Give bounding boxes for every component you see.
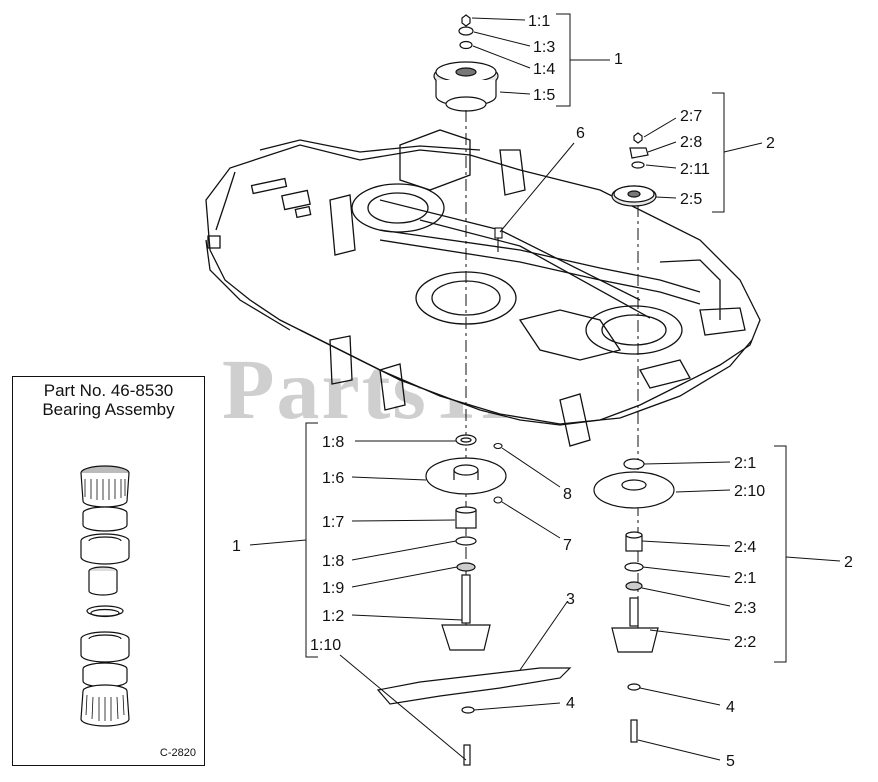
- mower-deck: [205, 129, 761, 447]
- inset-drawing-code: C-2820: [159, 747, 196, 759]
- top-pulley-stack-2: [611, 132, 657, 207]
- bearing-assembly-inset: Part No. 46-8530 Bearing Assemby: [12, 376, 205, 766]
- callout-2-2: 2:2: [734, 634, 756, 651]
- callout-2-4: 2:4: [734, 539, 756, 556]
- callout-1-3: 1:3: [533, 39, 555, 56]
- callout-2-3: 2:3: [734, 600, 756, 617]
- callout-group-1-left: 1: [232, 538, 241, 555]
- callout-2-8: 2:8: [680, 134, 702, 151]
- callout-1-6: 1:6: [322, 470, 344, 487]
- callout-group-1-top: 1: [614, 51, 623, 68]
- callout-2-11: 2:11: [680, 161, 710, 178]
- callout-1-5: 1:5: [533, 87, 555, 104]
- top-pulley-stack-1: [433, 14, 499, 112]
- callout-2-1b: 2:1: [734, 570, 756, 587]
- callout-1-7: 1:7: [322, 514, 344, 531]
- callout-4a: 4: [566, 695, 575, 712]
- leader-lines: [249, 13, 841, 761]
- callout-1-9: 1:9: [322, 580, 344, 597]
- mower-blade: [376, 667, 572, 705]
- callout-2-10: 2:10: [734, 483, 765, 500]
- callout-group-2-top: 2: [766, 135, 775, 152]
- callout-4b: 4: [726, 699, 735, 716]
- callout-1-4: 1:4: [533, 61, 555, 78]
- callout-2-5: 2:5: [680, 191, 702, 208]
- callout-8: 8: [563, 486, 572, 503]
- callout-1-8a: 1:8: [322, 434, 344, 451]
- callout-1-8b: 1:8: [322, 553, 344, 570]
- callout-1-10: 1:10: [310, 637, 341, 654]
- callout-7: 7: [563, 537, 572, 554]
- inset-part-number: Part No. 46-8530: [43, 381, 174, 400]
- deck-bolt-6: [494, 227, 503, 252]
- inset-title: Part No. 46-8530 Bearing Assemby: [13, 381, 204, 419]
- callout-3: 3: [566, 591, 575, 608]
- inset-description: Bearing Assemby: [42, 400, 175, 419]
- callout-group-2-right: 2: [844, 554, 853, 571]
- callout-5: 5: [726, 753, 735, 770]
- callout-6: 6: [576, 125, 585, 142]
- small-parts-7-8: [493, 442, 503, 504]
- callout-1-1: 1:1: [528, 13, 550, 30]
- spindle-assembly-2: [593, 458, 675, 743]
- bearing-exploded-view: [80, 465, 130, 727]
- callout-2-1a: 2:1: [734, 455, 756, 472]
- spindle-assembly-1: [425, 434, 507, 766]
- callout-labels: 1:1 1:3 1:4 1:5 1 2:7 2:8 2:11 2:5 2 6 1…: [232, 13, 853, 770]
- callout-2-7: 2:7: [680, 108, 702, 125]
- callout-1-2: 1:2: [322, 608, 344, 625]
